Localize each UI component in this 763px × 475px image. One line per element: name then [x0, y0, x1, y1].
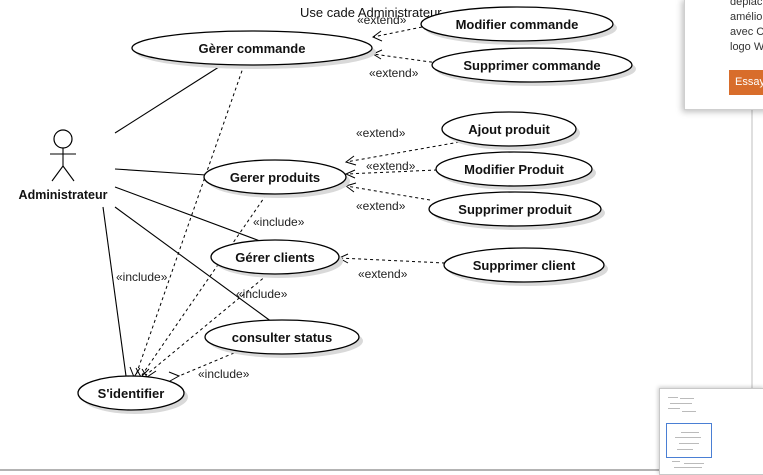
minimap-thumb — [668, 397, 678, 398]
minimap-thumb — [679, 443, 699, 444]
use-case-label: Modifier Produit — [464, 162, 564, 177]
minimap-thumb — [682, 411, 696, 412]
actor-head — [53, 129, 73, 149]
label-include: «include» — [116, 270, 168, 284]
notification-text: avec C — [730, 26, 763, 38]
label-extend: «extend» — [369, 66, 419, 80]
dependencies — [129, 26, 472, 382]
assoc-consulter-status — [114, 206, 273, 323]
extend-supprimer-commande — [372, 53, 439, 64]
use-case-modifier-commande[interactable]: Modifier commande — [420, 6, 617, 45]
arrow-head — [168, 371, 181, 382]
extend-modifier-commande — [372, 26, 423, 38]
use-case-sidentifier[interactable]: S'identifier — [77, 375, 188, 414]
outline-minimap[interactable] — [659, 388, 763, 475]
use-case-supprimer-client[interactable]: Supprimer client — [443, 247, 608, 286]
extend-supprimer-produit — [345, 185, 431, 201]
use-case-label: Gèrer commande — [199, 41, 306, 56]
diagram-title: Use cade Administrateur — [300, 5, 442, 20]
actor-label: Administrateur — [19, 188, 108, 202]
minimap-thumb — [674, 467, 702, 468]
label-extend: «extend» — [356, 126, 406, 140]
arrow-head — [344, 155, 357, 166]
use-case-label: Supprimer commande — [463, 58, 600, 73]
notification-text: amélio — [730, 11, 763, 23]
use-case-consulter-status[interactable]: consulter status — [204, 319, 363, 358]
actor-administrateur[interactable]: Administrateur — [19, 129, 108, 202]
label-extend: «extend» — [357, 13, 407, 27]
use-case-label: Modifier commande — [456, 17, 579, 32]
use-case-gerer-clients[interactable]: Gérer clients — [210, 239, 343, 278]
notification-text: déplac — [730, 0, 763, 8]
include-gerer-commande — [135, 64, 245, 376]
associations — [102, 64, 273, 377]
include-consulter-status — [178, 352, 235, 377]
arrow-head — [372, 30, 383, 42]
actor-right-leg — [62, 165, 75, 182]
assoc-sidentifier — [102, 206, 127, 377]
label-extend: «extend» — [356, 199, 406, 213]
use-case-label: consulter status — [232, 330, 332, 345]
minimap-viewport[interactable] — [666, 423, 712, 458]
minimap-thumb — [670, 403, 692, 404]
assoc-gerer-commande — [114, 64, 223, 134]
use-case-label: Supprimer client — [473, 258, 576, 273]
minimap-thumb — [680, 398, 694, 399]
minimap-thumb — [675, 437, 701, 438]
try-button[interactable]: Essay — [729, 70, 763, 95]
use-case-modifier-produit[interactable]: Modifier Produit — [435, 151, 596, 190]
use-case-label: Gérer clients — [235, 250, 315, 265]
use-case-label: Ajout produit — [468, 122, 550, 137]
label-include: «include» — [198, 367, 250, 381]
notification-popup: déplac amélio avec C logo W Essay — [684, 0, 763, 110]
minimap-thumb — [681, 432, 699, 433]
notification-text: logo W — [730, 41, 763, 53]
use-case-supprimer-produit[interactable]: Supprimer produit — [428, 191, 605, 230]
include-gerer-produits — [141, 194, 267, 376]
arrow-head — [141, 368, 157, 378]
minimap-thumb — [684, 463, 704, 464]
label-include: «include» — [253, 215, 305, 229]
label-extend: «extend» — [366, 159, 416, 173]
arrow-head — [344, 169, 356, 179]
minimap-thumb — [668, 408, 680, 409]
minimap-thumb — [677, 449, 693, 450]
use-case-gerer-produits[interactable]: Gerer produits — [203, 159, 350, 198]
use-case-gerer-commande[interactable]: Gèrer commande — [131, 30, 376, 69]
assoc-gerer-produits — [114, 168, 207, 176]
use-case-label: Gerer produits — [230, 170, 320, 185]
stereotype-labels: «extend» «extend» «extend» «extend» «ext… — [116, 13, 419, 381]
use-case-ajout-produit[interactable]: Ajout produit — [441, 111, 580, 150]
use-case-label: S'identifier — [98, 386, 165, 401]
extend-supprimer-client — [338, 257, 446, 264]
assoc-gerer-clients — [114, 186, 261, 242]
label-include: «include» — [236, 287, 288, 301]
actor-left-leg — [51, 165, 64, 182]
minimap-thumb — [672, 461, 680, 462]
use-case-label: Supprimer produit — [458, 202, 572, 217]
use-case-supprimer-commande[interactable]: Supprimer commande — [431, 47, 636, 86]
label-extend: «extend» — [358, 267, 408, 281]
